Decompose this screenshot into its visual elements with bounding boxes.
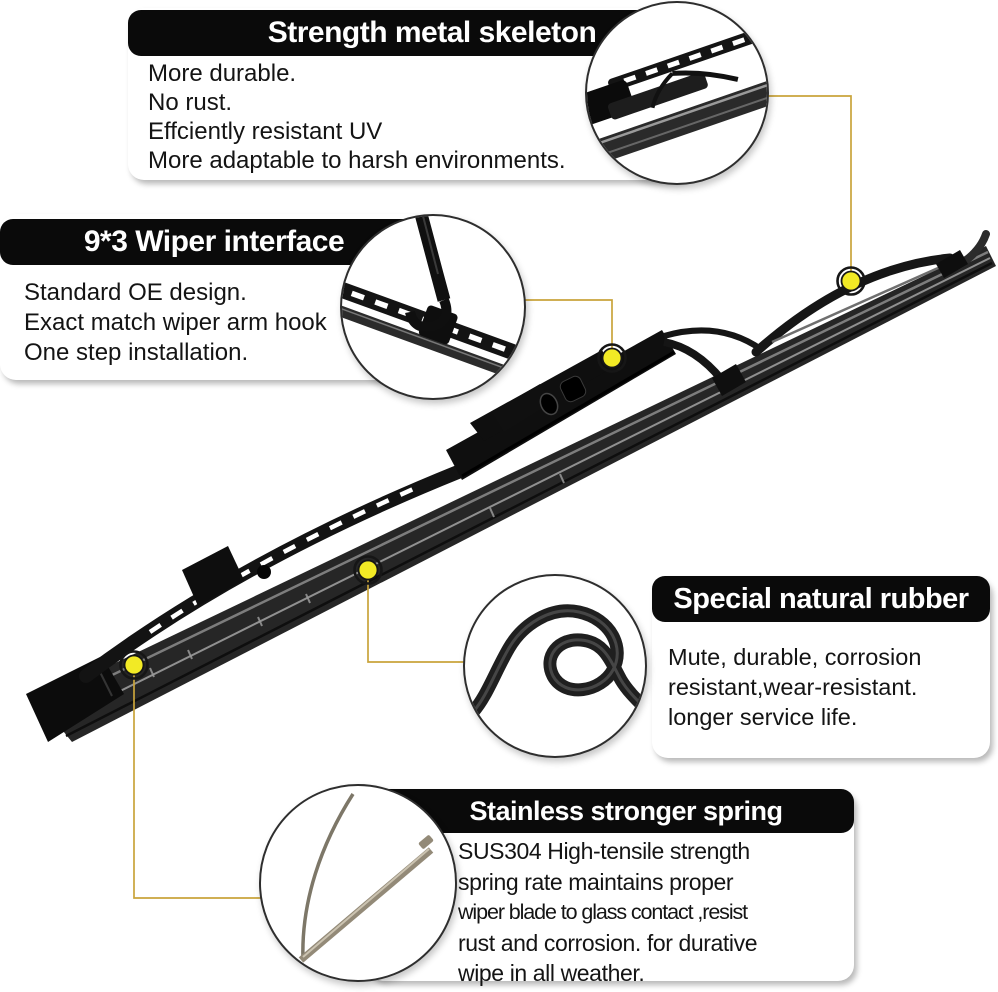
metal-skeleton-closeup-image (587, 27, 767, 167)
feature-line: spring rate maintains proper (458, 868, 734, 895)
connector-lines (133, 95, 852, 899)
callout-text-metal-skeleton: More durable. No rust. Effciently resist… (148, 59, 566, 175)
callout-title-stainless-spring: Stainless stronger spring (368, 789, 854, 833)
connector-skeleton (767, 95, 852, 281)
wiper-upper-bows (663, 250, 968, 396)
feature-line: resistant,wear-resistant. (668, 674, 918, 700)
feature-line: More durable. (148, 60, 297, 87)
bridge-hole (559, 375, 587, 403)
feature-line: rust and corrosion. for durative (458, 929, 758, 956)
connector-spring (133, 665, 263, 899)
detail-circle-metal-skeleton (585, 1, 769, 185)
feature-line: One step installation. (24, 339, 249, 366)
wiper-rubber-strip (38, 230, 996, 742)
wiper-arm-hook-closeup-image (342, 216, 524, 385)
callout-text-wiper-interface: Standard OE design. Exact match wiper ar… (24, 278, 327, 368)
feature-line: Effciently resistant UV (148, 118, 383, 145)
coiled-rubber-strip-image (466, 604, 645, 719)
wiper-arm-hook (405, 298, 452, 332)
detail-circle-wiper-interface (340, 214, 526, 400)
callout-title-natural-rubber: Special natural rubber (652, 576, 990, 622)
feature-line: SUS304 High-tensile strength (458, 838, 750, 864)
feature-line: wipe in all weather. (458, 960, 645, 986)
stainless-spring-strip-image (298, 793, 434, 963)
marker-dot-rubber (353, 555, 383, 585)
detail-circle-natural-rubber (463, 574, 647, 758)
spring-rod-notch (418, 835, 434, 849)
spring-wire-arc (301, 793, 355, 961)
marker-dots (119, 266, 866, 680)
feature-line: Mute, durable, corrosion (668, 644, 922, 670)
wiper-center-bridge (446, 330, 676, 480)
detail-circle-stainless-spring (259, 784, 457, 982)
wiper-lower-bow (79, 465, 465, 683)
feature-line: Exact match wiper arm hook (24, 309, 327, 336)
wiper-arm-rod (414, 216, 451, 302)
marker-dot-spring (119, 650, 149, 680)
feature-line: longer service life. (668, 704, 858, 730)
callout-text-natural-rubber: Mute, durable, corrosion resistant,wear-… (668, 642, 921, 732)
spring-steel-rod (298, 847, 434, 963)
feature-line: wiper blade to glass contact ,resist (458, 900, 748, 924)
callout-box-natural-rubber: Special natural rubber Mute, durable, co… (652, 576, 990, 758)
connector-interface (523, 299, 613, 358)
callout-box-wiper-interface: 9*3 Wiper interface Standard OE design. … (0, 214, 428, 380)
marker-dot-interface (597, 343, 627, 373)
connector-rubber (367, 570, 466, 663)
marker-dot-skeleton (836, 266, 866, 296)
bridge-hole (539, 392, 559, 416)
feature-line: No rust. (148, 89, 233, 116)
feature-line: Standard OE design. (24, 279, 247, 306)
feature-line: More adaptable to harsh environments. (148, 147, 566, 174)
callout-text-stainless-spring: SUS304 High-tensile strength spring rate… (458, 836, 758, 989)
